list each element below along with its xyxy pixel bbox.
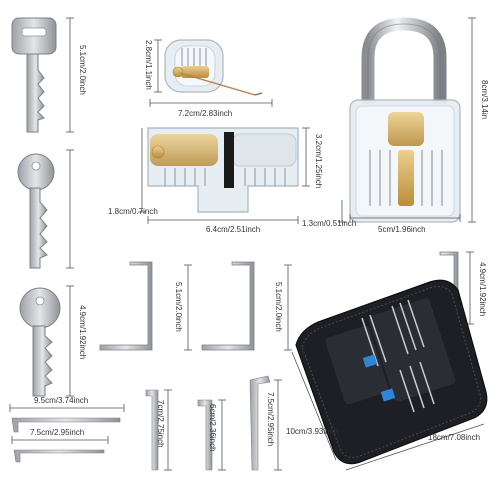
euro-cylinder-height-label: 3.2cm/1.25inch	[314, 134, 323, 188]
transparent-cylinder-lock	[164, 39, 263, 96]
padlock-width-dimension: 5cm/1.96inch	[349, 214, 461, 234]
key-1-dimension: 5.1cm/2.0inch	[66, 17, 87, 133]
case-width-label: 18cm/7.08inch	[428, 433, 480, 442]
cylinder-lock-height-label: 2.8cm/1.1inch	[144, 40, 153, 90]
pick-long-2: 7.5cm/2.95inch	[11, 428, 109, 463]
euro-cylinder-height-dimension: 3.2cm/1.25inch	[302, 127, 323, 188]
hook-pick-1-label: 7cm/2.75inch	[156, 400, 165, 448]
tension-wrench-3-label: 4.9cm/1.92inch	[478, 262, 487, 316]
hook-pick-2: 6cm/2.36inch	[197, 399, 226, 471]
hook-pick-3: 7.5cm/2.95inch	[249, 375, 282, 471]
padlock-depth-dimension: 1.3cm/0.51inch	[302, 200, 356, 228]
padlock-height-label: 8cm/3.14in	[480, 80, 489, 119]
tension-wrench-2-label: 5.1cm/2.0inch	[274, 282, 283, 332]
case-height-dimension: 10cm/3.93inch	[286, 351, 338, 461]
padlock-depth-label: 1.3cm/0.51inch	[302, 219, 356, 228]
tension-wrench-1: 5.1cm/2.0inch	[99, 261, 192, 351]
pick-long-2-label: 7.5cm/2.95inch	[30, 428, 84, 437]
hook-pick-1: 7cm/2.75inch	[145, 389, 172, 471]
hook-pick-3-label: 7.5cm/2.95inch	[266, 392, 275, 446]
pick-long-1: 9.5cm/3.74inch	[9, 396, 125, 433]
key-3-dimension: 4.9cm/1.92inch	[66, 285, 87, 397]
euro-cylinder-width-dimension: 6.4cm/2.51inch	[147, 216, 299, 234]
tension-wrench-2: 5.1cm/2.0inch	[201, 261, 292, 351]
cylinder-lock-width-dimension: 7.2cm/2.83inch	[149, 99, 273, 118]
euro-cylinder-depth-label: 1.8cm/0.7inch	[108, 207, 158, 216]
padlock-width-label: 5cm/1.96inch	[378, 225, 426, 234]
pick-long-1-label: 9.5cm/3.74inch	[34, 396, 88, 405]
case-height-label: 10cm/3.93inch	[286, 427, 338, 436]
key-2-dimension	[66, 149, 74, 269]
hook-pick-2-label: 6cm/2.36inch	[208, 404, 217, 452]
key-3-label: 4.9cm/1.92inch	[78, 305, 87, 359]
tension-wrench-1-label: 5.1cm/2.0inch	[174, 282, 183, 332]
transparent-euro-cylinder	[147, 127, 299, 213]
padlock-height-dimension: 8cm/3.14in	[468, 17, 489, 223]
key-3	[19, 287, 61, 397]
key-1-label: 5.1cm/2.0inch	[78, 45, 87, 95]
transparent-padlock	[349, 17, 461, 223]
case-width-dimension: 18cm/7.08inch	[345, 423, 485, 471]
euro-cylinder-width-label: 6.4cm/2.51inch	[206, 225, 260, 234]
cylinder-lock-height-dimension: 2.8cm/1.1inch	[144, 39, 162, 93]
cylinder-lock-width-label: 7.2cm/2.83inch	[178, 109, 232, 118]
key-1	[11, 17, 57, 133]
key-2	[17, 153, 55, 269]
euro-cylinder-depth-dimension: 1.8cm/0.7inch	[108, 128, 158, 216]
zip-carry-case	[295, 279, 488, 465]
